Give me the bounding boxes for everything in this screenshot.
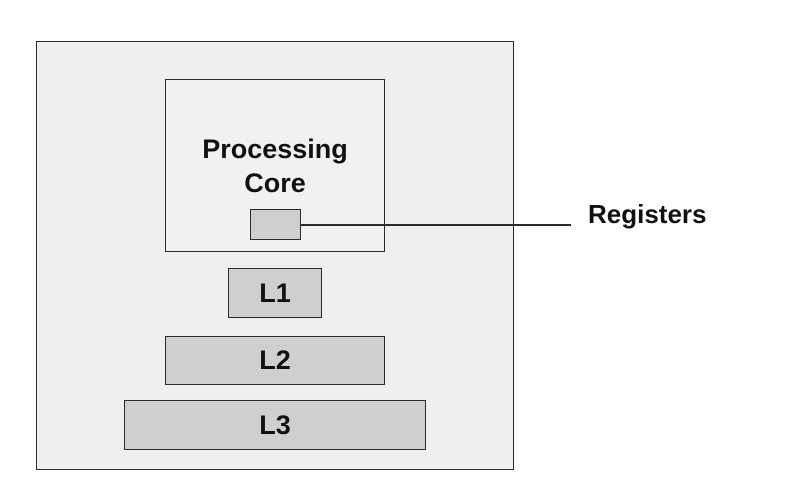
cache-l3-box: L3 <box>124 400 426 450</box>
cache-l2-label: L2 <box>259 345 291 375</box>
registers-label: Registers <box>588 199 707 229</box>
cache-l2-box: L2 <box>165 336 385 385</box>
registers-box <box>250 209 301 240</box>
cache-l3-label: L3 <box>259 409 291 440</box>
cache-l1-label: L1 <box>259 277 291 308</box>
processing-core-label: Processing Core <box>166 132 384 200</box>
cache-l1-box: L1 <box>228 268 322 318</box>
processing-core-label-line1: Processing <box>202 134 348 164</box>
processing-core-label-line2: Core <box>244 168 306 198</box>
registers-leader-line <box>301 224 571 226</box>
